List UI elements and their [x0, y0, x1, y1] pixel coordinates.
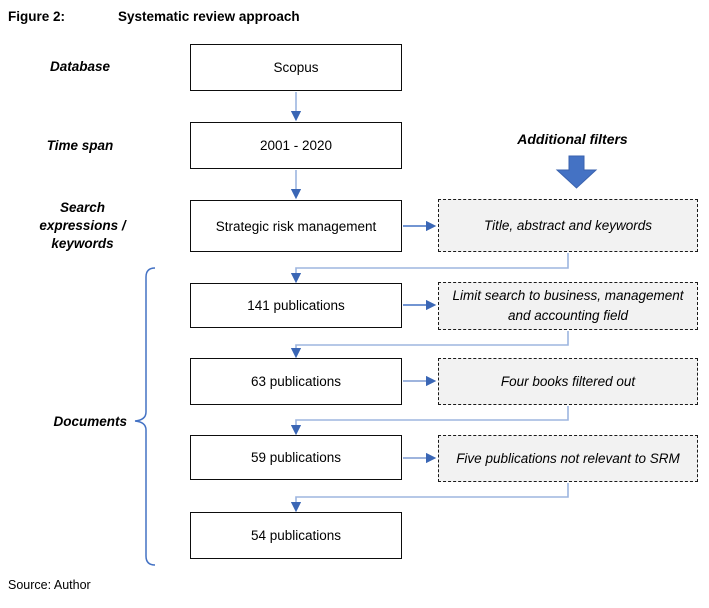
connector-titlefilter-to-141 — [290, 253, 569, 284]
row-label-time-span: Time span — [46, 138, 114, 153]
filter-box-five-not-relevant: Five publications not relevant to SRM — [438, 435, 698, 482]
flow-box-59-publications: 59 publications — [190, 435, 402, 480]
flow-box-search-expression: Strategic risk management — [190, 200, 402, 252]
figure-number: Figure 2: — [8, 9, 66, 24]
documents-brace — [134, 267, 156, 566]
connector-limitfilter-to-63 — [290, 331, 569, 359]
flow-box-54-publications: 54 publications — [190, 512, 402, 559]
connector-booksfilter-to-59 — [290, 406, 569, 436]
filter-box-title-abstract-keywords: Title, abstract and keywords — [438, 199, 698, 252]
row-label-documents: Documents — [53, 414, 127, 429]
additional-filters-down-arrow-icon — [555, 155, 598, 189]
row-label-database: Database — [49, 59, 111, 74]
source-note: Source: Author — [8, 578, 91, 592]
figure-header: Figure 2: Systematic review approach — [8, 9, 300, 24]
row-label-search-expressions: Search expressions / keywords — [39, 200, 126, 251]
flow-box-time-span: 2001 - 2020 — [190, 122, 402, 169]
filter-box-limit-field: Limit search to business, management and… — [438, 282, 698, 330]
flow-box-141-publications: 141 publications — [190, 283, 402, 328]
flow-box-database-scopus: Scopus — [190, 44, 402, 91]
connector-srmfilter-to-54 — [290, 483, 569, 513]
filter-box-four-books: Four books filtered out — [438, 358, 698, 405]
additional-filters-label: Additional filters — [517, 131, 628, 147]
flow-box-63-publications: 63 publications — [190, 358, 402, 405]
figure-title: Systematic review approach — [118, 9, 300, 24]
